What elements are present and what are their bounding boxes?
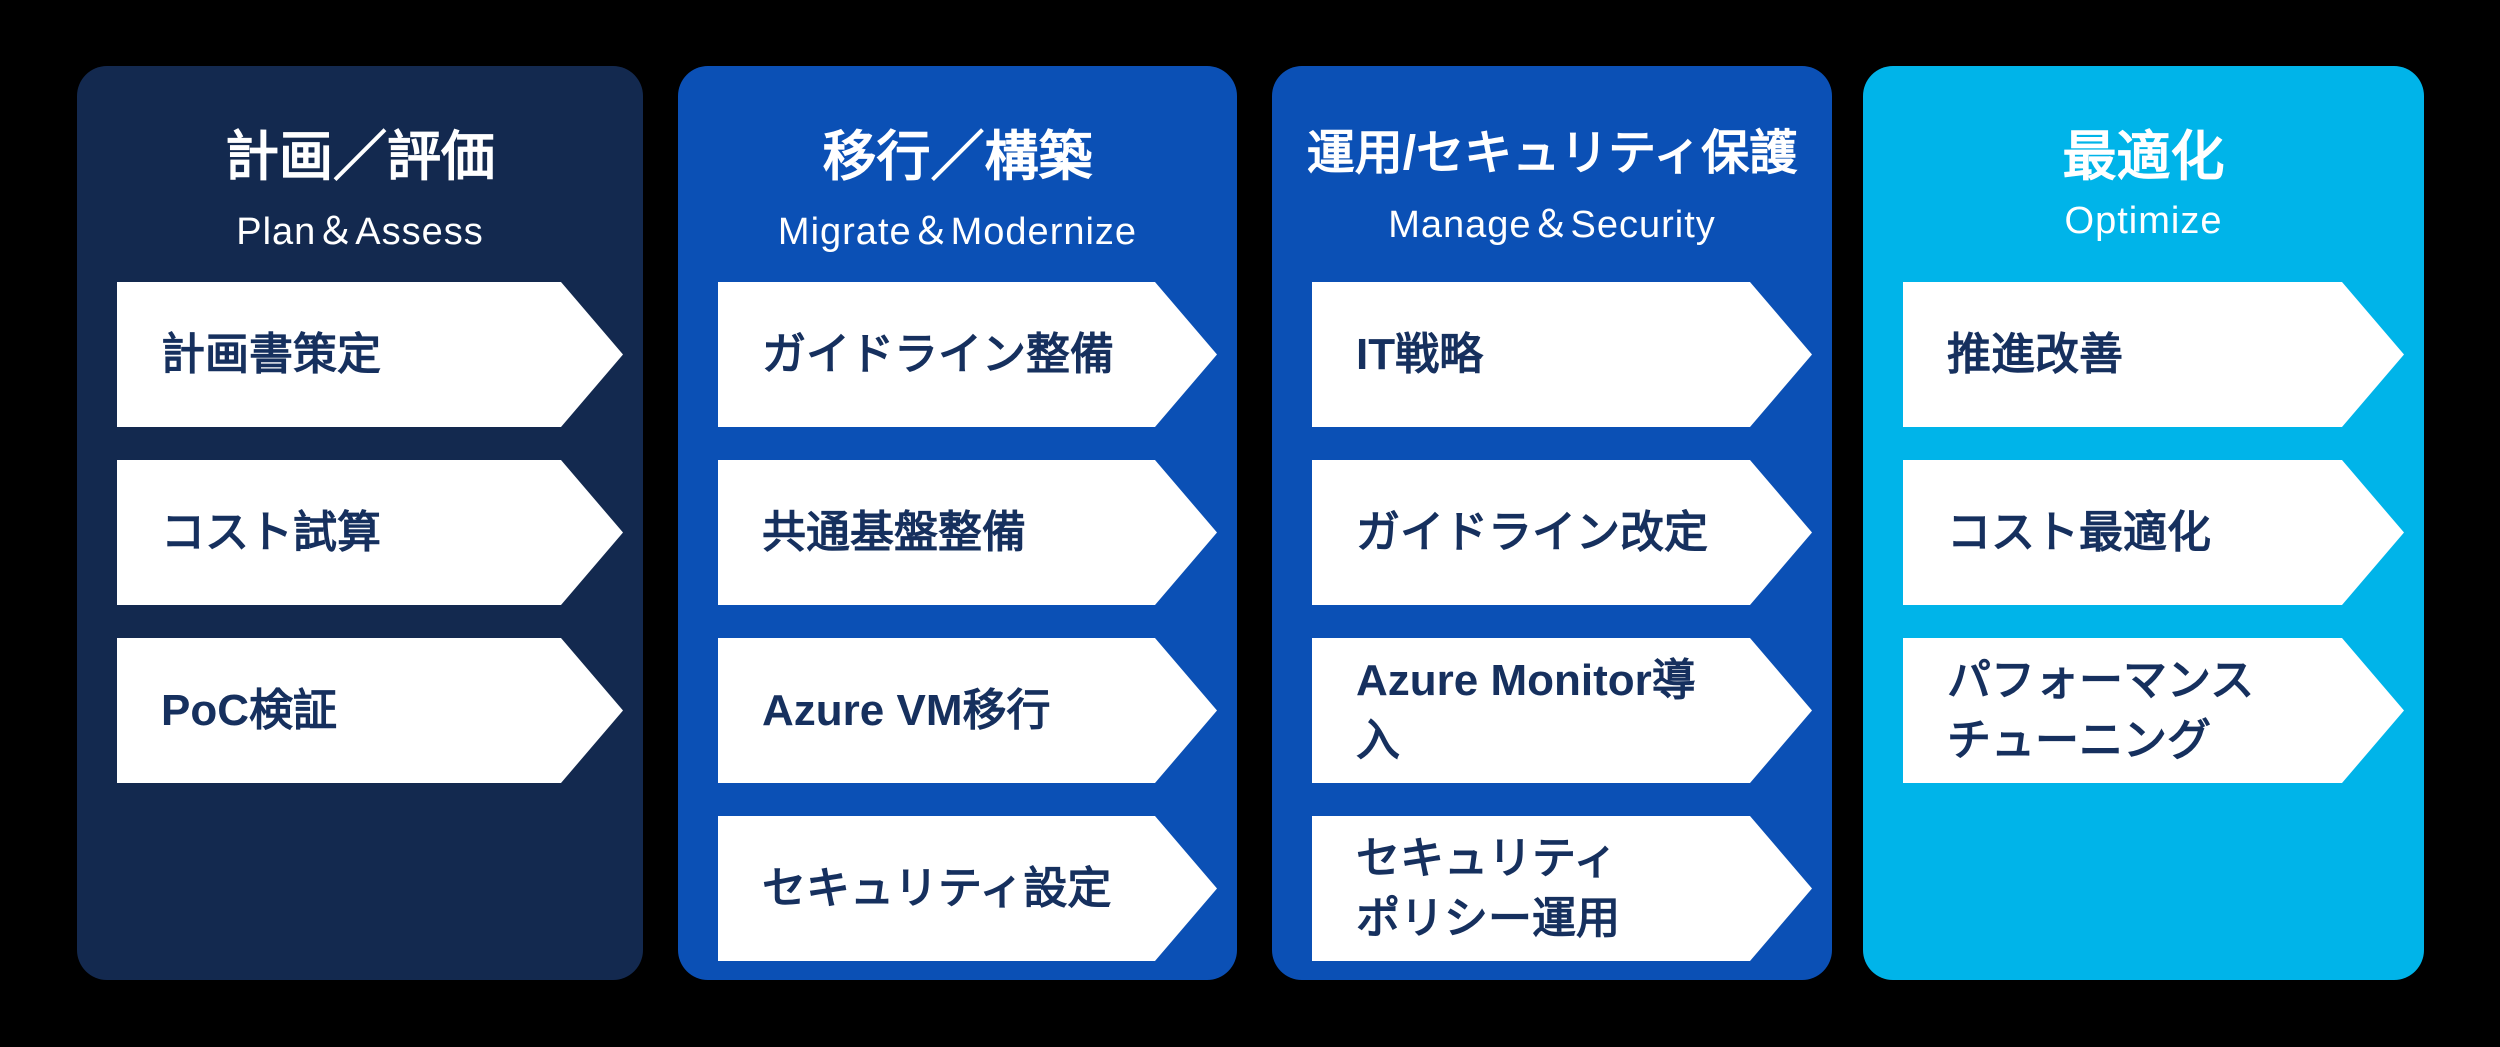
column-subtitle-plan-assess: Plan＆Assess — [236, 211, 484, 254]
step-arrow: PoC検証 — [117, 638, 623, 783]
step-label: 計画書策定 — [161, 329, 381, 379]
step-list-plan-assess: 計画書策定 コスト試算 PoC検証 — [117, 282, 623, 816]
step-arrow: コスト最適化 — [1903, 460, 2404, 605]
step-arrow: 推進改善 — [1903, 282, 2404, 427]
column-manage-security: 運用/セキュリティ保護 Manage＆Security IT戦略 ガイドライン改… — [1272, 66, 1832, 980]
step-label: Azure VM移行 — [762, 685, 1051, 735]
column-optimize: 最適化 Optimize 推進改善 コスト最適化 パフォーマンス チューニング — [1863, 66, 2424, 980]
step-arrow: コスト試算 — [117, 460, 623, 605]
step-arrow: Azure Monitor導入 — [1312, 638, 1812, 783]
step-arrow: ガイドライン改定 — [1312, 460, 1812, 605]
column-subtitle-migrate-modernize: Migrate＆Modernize — [777, 211, 1138, 254]
step-label: コスト最適化 — [1947, 507, 2211, 557]
step-list-optimize: 推進改善 コスト最適化 パフォーマンス チューニング — [1903, 282, 2404, 816]
column-migrate-modernize: 移行／構築 Migrate＆Modernize ガイドライン整備 共通基盤整備 … — [678, 66, 1237, 980]
step-label: ガイドライン改定 — [1356, 507, 1708, 557]
step-arrow: IT戦略 — [1312, 282, 1812, 427]
step-label: 共通基盤整備 — [762, 507, 1026, 557]
column-title-manage-security: 運用/セキュリティ保護 — [1306, 127, 1798, 180]
step-arrow: 共通基盤整備 — [718, 460, 1217, 605]
step-arrow: セキュリティ設定 — [718, 816, 1217, 961]
column-subtitle-optimize: Optimize — [2064, 200, 2223, 243]
step-label: 推進改善 — [1947, 329, 2123, 379]
column-title-optimize: 最適化 — [2062, 127, 2225, 187]
step-label: ガイドライン整備 — [762, 329, 1114, 379]
column-title-migrate-modernize: 移行／構築 — [822, 127, 1093, 187]
step-label: パフォーマンス チューニング — [1947, 656, 2255, 765]
step-list-migrate-modernize: ガイドライン整備 共通基盤整備 Azure VM移行 セキュリティ設定 — [718, 282, 1217, 994]
step-arrow: 計画書策定 — [117, 282, 623, 427]
step-label: IT戦略 — [1356, 329, 1484, 379]
step-list-manage-security: IT戦略 ガイドライン改定 Azure Monitor導入 セキュリティ ポリシ… — [1312, 282, 1812, 994]
step-arrow: ガイドライン整備 — [718, 282, 1217, 427]
step-label: PoC検証 — [161, 685, 337, 735]
step-label: Azure Monitor導入 — [1356, 656, 1696, 765]
step-arrow: パフォーマンス チューニング — [1903, 638, 2404, 783]
column-title-plan-assess: 計画／評価 — [225, 127, 495, 187]
column-plan-assess: 計画／評価 Plan＆Assess 計画書策定 コスト試算 PoC検証 — [77, 66, 643, 980]
step-arrow: Azure VM移行 — [718, 638, 1217, 783]
step-label: コスト試算 — [161, 507, 381, 557]
column-subtitle-manage-security: Manage＆Security — [1388, 204, 1716, 247]
step-label: セキュリティ ポリシー運用 — [1356, 834, 1620, 943]
step-label: セキュリティ設定 — [762, 863, 1112, 913]
step-arrow: セキュリティ ポリシー運用 — [1312, 816, 1812, 961]
